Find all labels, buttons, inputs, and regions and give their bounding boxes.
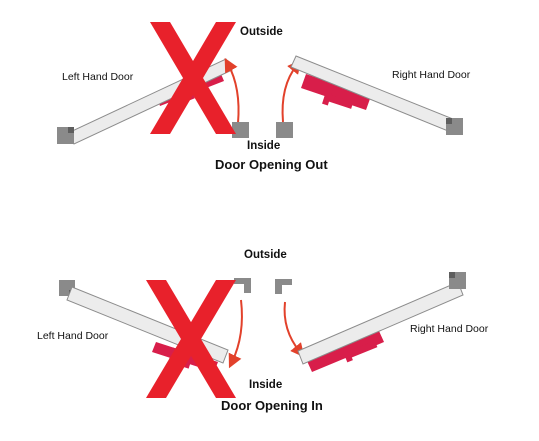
- inside-label-in: Inside: [249, 379, 283, 391]
- right-hand-door-label-in: Right Hand Door: [410, 323, 489, 335]
- caption-door-opening-in: Door Opening In: [221, 398, 323, 413]
- hinge-jamb-icon: [57, 127, 74, 144]
- swing-arrow-icon: [224, 57, 240, 124]
- door-handle-icon: [301, 74, 371, 110]
- swing-arrow-icon: [228, 299, 243, 369]
- red-x-icon: [150, 22, 236, 134]
- right-hand-door-in: [297, 272, 466, 372]
- door-panel: [290, 55, 459, 134]
- strike-jamb-icon: [276, 122, 293, 138]
- strike-jamb-icon: [234, 278, 251, 293]
- right-hand-door-label-out: Right Hand Door: [392, 69, 471, 81]
- outside-label-out: Outside: [240, 26, 283, 38]
- left-hand-door-label-in: Left Hand Door: [37, 330, 109, 342]
- right-hand-door-out: [290, 55, 463, 135]
- red-x-icon: [146, 280, 236, 398]
- hinge-jamb-icon: [449, 272, 466, 289]
- hinge-jamb-icon: [446, 118, 463, 135]
- strike-jamb-icon: [232, 122, 249, 138]
- caption-door-opening-out: Door Opening Out: [215, 157, 328, 172]
- swing-arrow-icon: [281, 59, 302, 123]
- left-hand-door-label-out: Left Hand Door: [62, 71, 134, 83]
- opening-out-section: [57, 22, 463, 145]
- opening-in-section: [59, 272, 466, 398]
- inside-label-out: Inside: [247, 140, 281, 152]
- swing-arrow-icon: [283, 301, 305, 358]
- strike-jamb-icon: [275, 279, 292, 294]
- outside-label-in: Outside: [244, 249, 287, 261]
- door-panel: [297, 281, 464, 365]
